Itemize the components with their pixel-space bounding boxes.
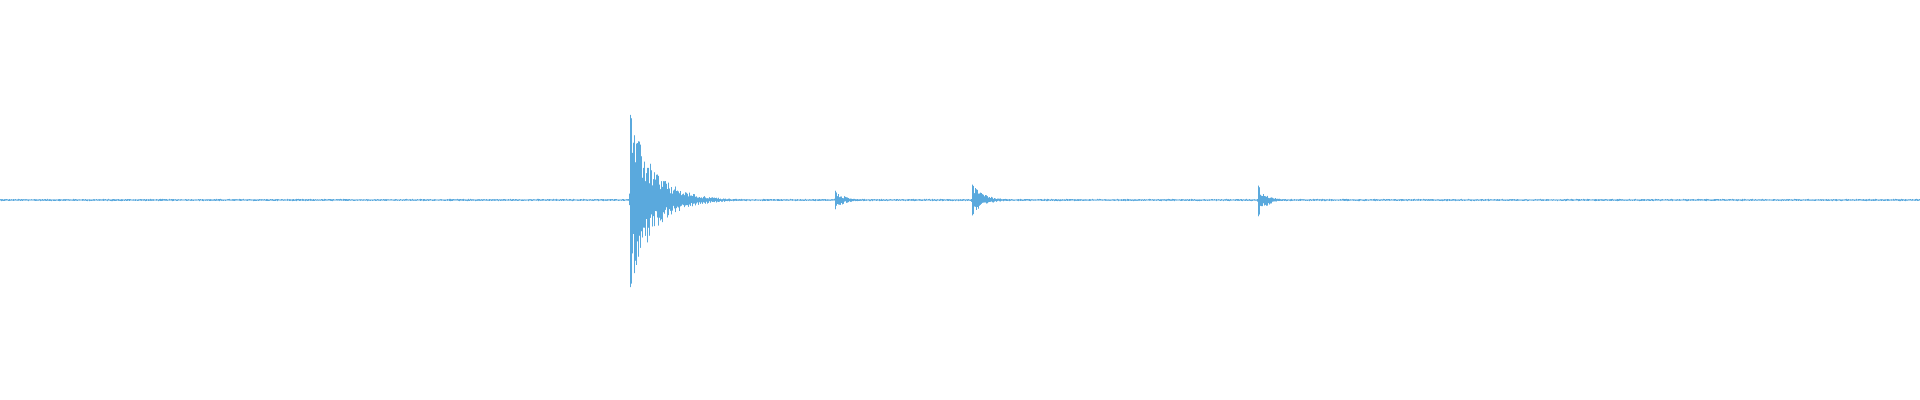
waveform-path [0,114,1920,288]
waveform-samples [0,114,1920,288]
